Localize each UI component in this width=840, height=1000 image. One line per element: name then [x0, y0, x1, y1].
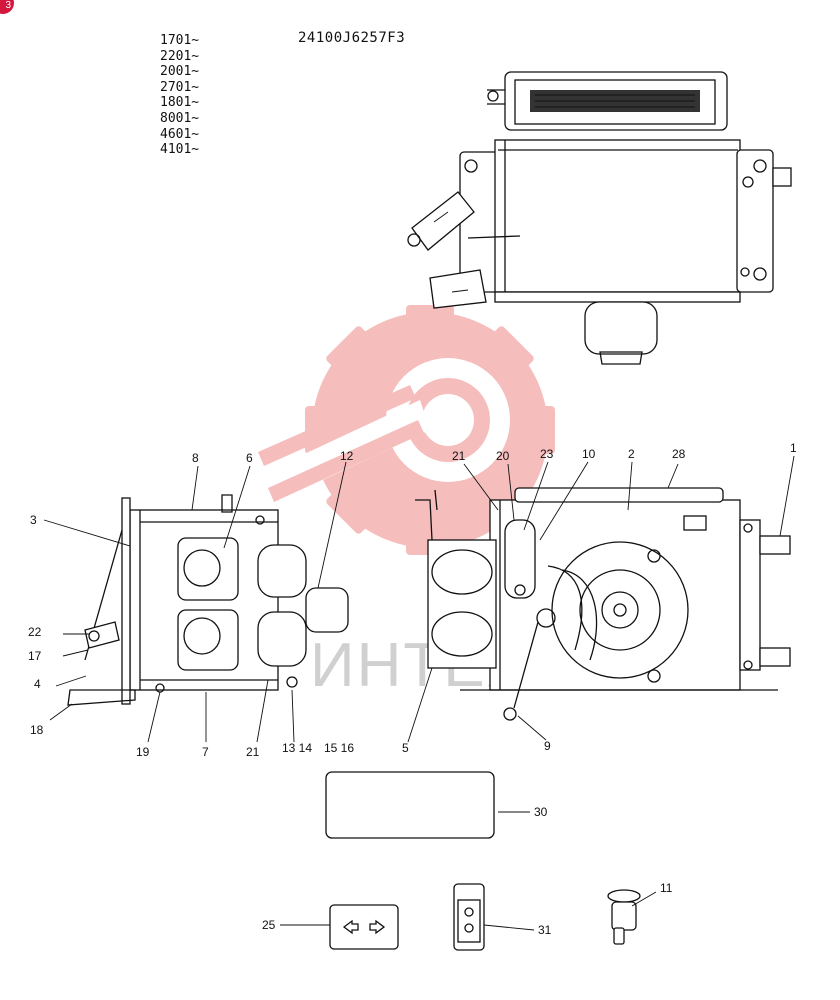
- callout-28: 28: [672, 447, 686, 461]
- left-assembly-view: [67, 494, 349, 706]
- serial-range-item: 4101~: [160, 142, 200, 158]
- callout-25: 25: [262, 918, 276, 932]
- serial-range-item: 1801~: [160, 95, 200, 111]
- callout-2: 2: [628, 447, 635, 461]
- callout-18: 18: [30, 723, 44, 737]
- callout-12: 12: [340, 449, 354, 463]
- part-number: 24100J6257F3: [298, 30, 406, 46]
- callout-4: 4: [34, 677, 41, 691]
- callout-31: 31: [538, 923, 552, 937]
- callout-6: 6: [246, 451, 253, 465]
- callout-13-14: 13 14: [282, 741, 312, 755]
- part-31-remote-switch: [453, 883, 485, 951]
- page-badge: 3: [0, 0, 14, 14]
- callout-15-16: 15 16: [324, 741, 354, 755]
- callout-9: 9: [544, 739, 551, 753]
- right-assembly-view: [415, 487, 791, 721]
- callout-21: 21: [452, 449, 466, 463]
- top-assembly-view: [407, 71, 792, 365]
- callout-8: 8: [192, 451, 199, 465]
- callout-numbers: 3 8 6 12 22 17 4 18 19 7 21 13 14 15 16 …: [28, 441, 797, 937]
- callout-23: 23: [540, 447, 554, 461]
- callout-17: 17: [28, 649, 42, 663]
- part-25-arrow-plate: [329, 904, 399, 950]
- callout-19: 19: [136, 745, 150, 759]
- callout-7: 7: [202, 745, 209, 759]
- serial-range-item: 2201~: [160, 48, 200, 64]
- serial-range-item: 2701~: [160, 79, 200, 95]
- part-30-label-plate: [325, 771, 495, 839]
- callout-10: 10: [582, 447, 596, 461]
- callout-1: 1: [790, 441, 797, 455]
- callout-21: 21: [246, 745, 260, 759]
- callout-3: 3: [30, 513, 37, 527]
- serial-range-item: 4601~: [160, 126, 200, 142]
- callout-11: 11: [660, 881, 673, 895]
- callout-leader-lines: [43, 455, 795, 931]
- callout-22: 22: [28, 625, 42, 639]
- serial-range-item: 2001~: [160, 64, 200, 80]
- part-11-knob: [607, 889, 641, 945]
- callout-30: 30: [534, 805, 548, 819]
- serial-range-item: 8001~: [160, 111, 200, 126]
- callout-20: 20: [496, 449, 510, 463]
- callout-5: 5: [402, 741, 409, 755]
- serial-range-item: 1701~: [160, 33, 200, 48]
